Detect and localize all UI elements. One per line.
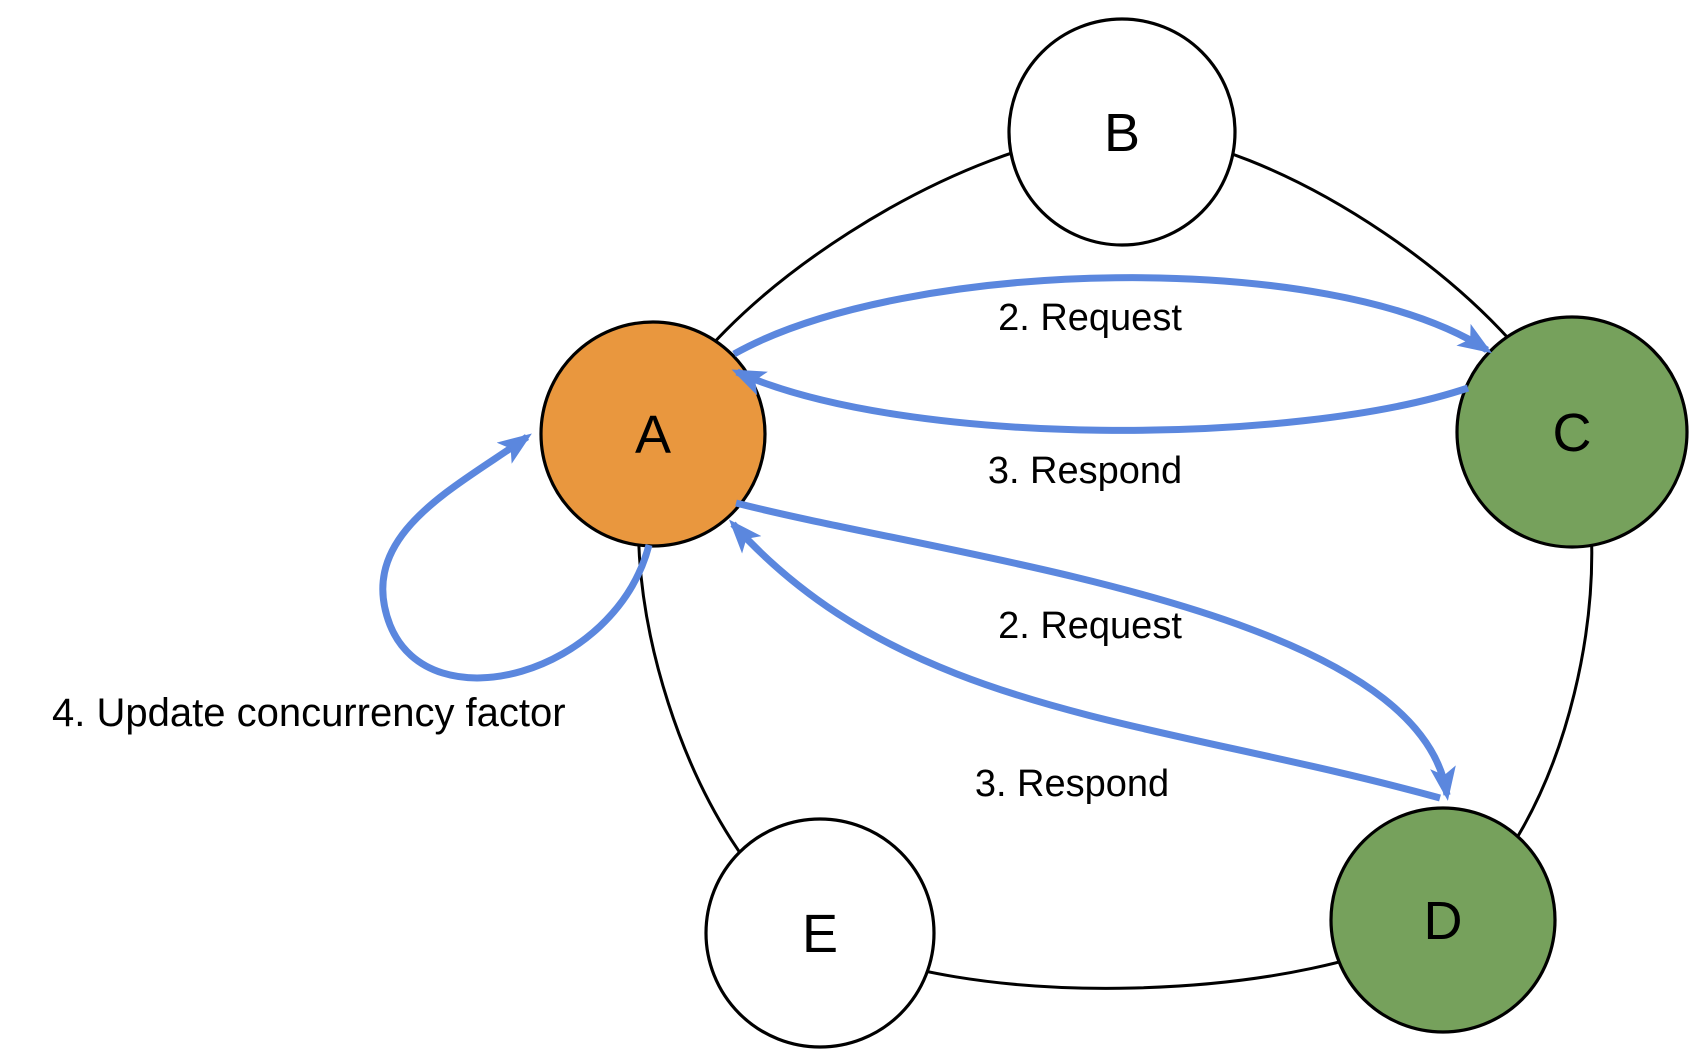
node-d-circle [1329,806,1557,1034]
edge-a-to-c-request [732,274,1493,358]
node-b: B [1007,17,1237,247]
node-a-circle [539,320,767,548]
node-e-circle [704,817,936,1049]
edge-c-to-a-respond [731,368,1470,434]
edge-a-self-loop [379,433,653,682]
edge-d-to-a-respond [728,519,1441,802]
node-c-label: C [1553,403,1592,463]
node-a: A [539,320,767,548]
label-d-a-respond: 3. Respond [975,763,1169,805]
node-c-circle [1455,315,1689,549]
label-c-a-respond: 3. Respond [988,450,1182,492]
node-c: C [1455,315,1689,549]
node-d: D [1329,806,1557,1034]
label-a-c-request: 2. Request [998,297,1182,339]
label-a-d-request: 2. Request [998,605,1182,647]
node-a-label: A [635,405,671,465]
node-e-label: E [802,904,838,964]
node-d-label: D [1424,891,1463,951]
node-b-label: B [1104,103,1140,163]
node-e: E [704,817,936,1049]
node-b-circle [1007,17,1237,247]
edge-a-to-d-request [735,499,1456,801]
label-update-concurrency-factor: 4. Update concurrency factor [52,691,566,735]
